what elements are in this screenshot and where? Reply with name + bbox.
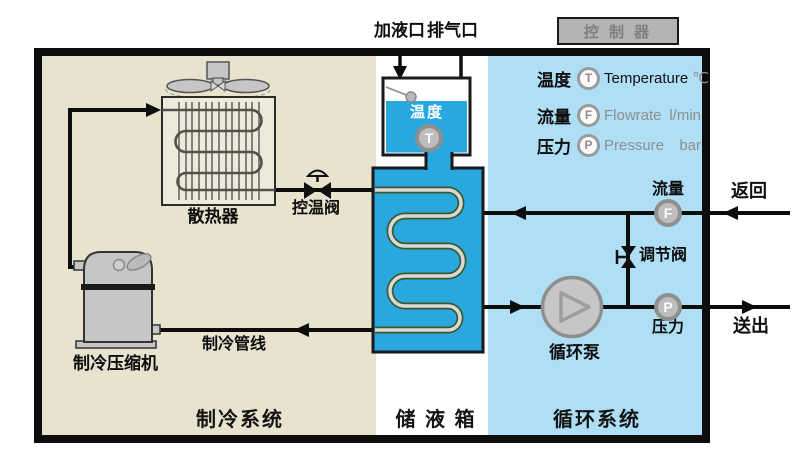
regulating-valve: [615, 246, 636, 268]
legend-pressure-label: 压力: [537, 137, 571, 157]
cooling-line-label: 制冷管线: [202, 336, 267, 353]
legend-row-temperature: 温度 T Temperature ℃: [537, 66, 709, 90]
flow-label: 流量: [652, 181, 685, 198]
reservoir-tank: [371, 150, 485, 354]
controller-label: 控 制 器: [583, 23, 653, 41]
fan-motor: [206, 61, 230, 80]
pressure-label: 压力: [652, 319, 685, 336]
legend-pressure-icon: P: [577, 133, 600, 157]
fan-blade-left: [166, 78, 214, 94]
circulation-pipes: [482, 211, 790, 309]
temperature-sensor-letter: T: [424, 130, 434, 146]
float-arm: [385, 86, 410, 97]
pump-label: 循环泵: [549, 343, 600, 362]
pressure-sensor-icon: P: [654, 293, 682, 321]
regulating-valve-label: 调节阀: [639, 247, 688, 264]
flow-arrows: [146, 66, 757, 337]
reservoir-coil-inner: [375, 188, 465, 332]
legend-flowrate-unit: l/min: [669, 106, 701, 124]
legend-row-flowrate: 流量 F Flowrate l/min: [537, 103, 701, 127]
compressor-label: 制冷压缩机: [73, 354, 158, 373]
cooling-zone-label: 制冷系统: [196, 409, 284, 431]
fill-port-label: 加液口: [374, 21, 425, 40]
radiator: [161, 61, 276, 206]
legend-pressure-name: Pressure: [604, 136, 665, 154]
flow-sensor-icon: F: [654, 199, 682, 227]
legend-row-pressure: 压力 P Pressure bar: [537, 133, 701, 157]
legend-flowrate-icon: F: [577, 103, 600, 127]
temp-control-valve: [304, 169, 331, 199]
legend-temperature-icon: T: [577, 66, 600, 90]
reservoir-zone-label: 储 液 箱: [395, 409, 477, 431]
controller-box: 控 制 器: [557, 17, 679, 45]
legend-temperature-unit: ℃: [692, 70, 710, 87]
tank-top-pipes: [398, 52, 463, 79]
circulation-zone-label: 循环系统: [553, 409, 641, 431]
temperature-sensor-icon: T: [415, 124, 443, 152]
legend-flowrate-name: Flowrate: [604, 106, 662, 124]
temp-control-valve-label: 控温阀: [292, 200, 341, 217]
legend-pressure-unit: bar: [679, 136, 701, 154]
outlet-label: 送出: [733, 316, 769, 336]
radiator-label: 散热器: [187, 207, 239, 226]
return-label: 返回: [731, 181, 767, 201]
radiator-coil: [162, 108, 275, 192]
flow-sensor-letter: F: [663, 205, 673, 221]
circulation-pump: [540, 275, 604, 339]
fan-blade-right: [222, 78, 270, 94]
float-ball: [405, 91, 417, 103]
reservoir-temp-label: 温度: [409, 104, 444, 121]
pressure-sensor-letter: P: [663, 299, 673, 315]
legend-flowrate-label: 流量: [537, 107, 571, 127]
legend-temperature-name: Temperature: [604, 69, 689, 87]
compressor: [73, 251, 161, 349]
vent-port-label: 排气口: [427, 21, 478, 40]
legend-temperature-label: 温度: [537, 70, 571, 90]
